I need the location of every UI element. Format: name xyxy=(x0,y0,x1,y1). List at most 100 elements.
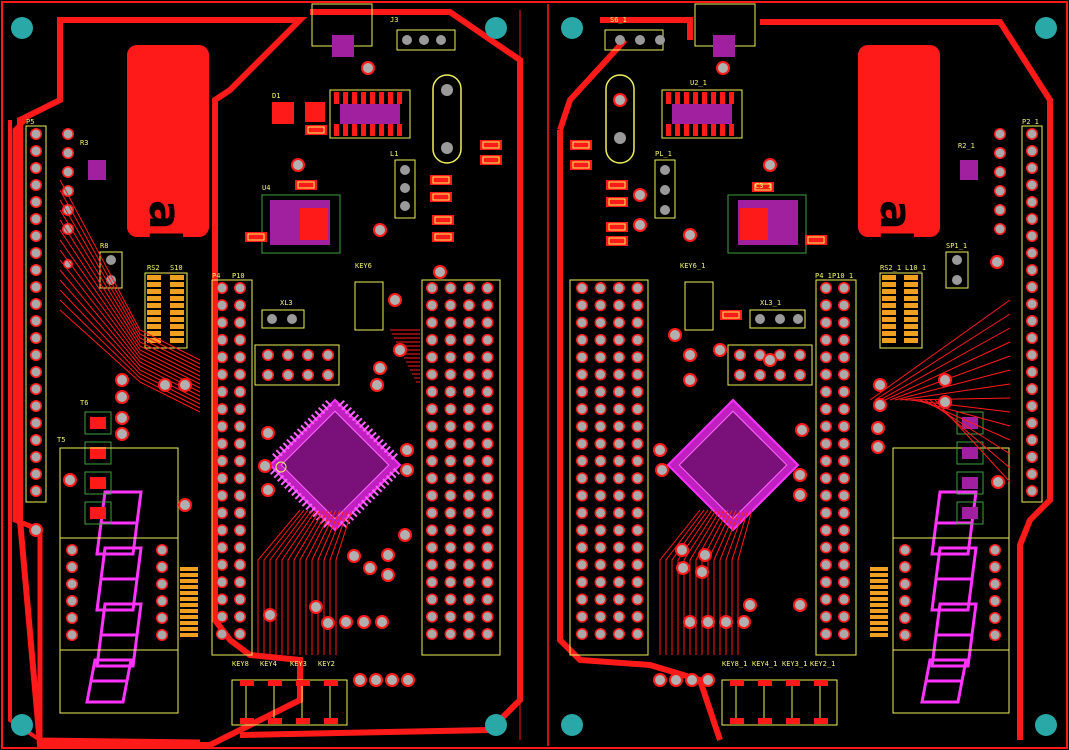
trace xyxy=(59,299,201,409)
mcu-pin xyxy=(387,449,395,457)
label-t5: T5 xyxy=(57,436,65,444)
res-pad xyxy=(170,310,184,315)
pad-hole xyxy=(217,370,227,379)
via-hole xyxy=(797,425,807,435)
pad-hole xyxy=(839,318,849,328)
pad-hole xyxy=(821,283,831,293)
key-switch-block-right-lines xyxy=(730,680,828,724)
trace xyxy=(884,341,1011,401)
segment xyxy=(95,602,143,668)
cap-outline xyxy=(434,216,452,224)
via-hole xyxy=(655,675,665,685)
pad-hole xyxy=(235,300,245,310)
pad-hole xyxy=(483,318,492,328)
via-hole xyxy=(873,442,883,452)
ic-pin xyxy=(720,92,725,104)
res-pad xyxy=(870,591,888,595)
pad-hole xyxy=(446,543,455,552)
mcu-pin xyxy=(305,503,313,511)
pad-hole xyxy=(217,612,227,622)
via-hole xyxy=(402,465,412,475)
res-outline xyxy=(879,272,923,349)
res-pad xyxy=(170,324,184,329)
ic-pin xyxy=(693,124,698,136)
header-right-left-block xyxy=(569,279,649,656)
res-pad xyxy=(170,296,184,301)
pad-hole xyxy=(283,370,293,380)
pad-hole xyxy=(1027,384,1037,394)
pad-hole xyxy=(1027,299,1037,309)
pad-hole xyxy=(427,473,437,483)
mcu-pin xyxy=(350,510,358,518)
hdr-outline xyxy=(421,279,501,656)
pad-hole xyxy=(217,629,227,639)
pad-hole xyxy=(1027,231,1037,241)
mcu-pin xyxy=(301,499,309,507)
hdr-outline xyxy=(892,537,1010,651)
pad-hole xyxy=(821,318,831,328)
pad-hole xyxy=(483,456,492,466)
pad-hole xyxy=(31,418,41,428)
pad-hole xyxy=(427,525,437,535)
pad-hole xyxy=(446,387,455,397)
header-2x4-left xyxy=(254,344,340,386)
res-pad xyxy=(904,282,918,287)
pad-hole xyxy=(577,560,587,570)
pad-hole xyxy=(67,613,77,623)
pad-hole xyxy=(31,350,41,360)
label-rs2: RS2 xyxy=(147,264,160,272)
via-hole xyxy=(375,225,385,235)
trace xyxy=(879,327,1011,401)
res-pad xyxy=(170,338,184,343)
altium-logo-right xyxy=(858,45,940,237)
pad-hole xyxy=(63,167,73,177)
crystal-right xyxy=(605,74,635,164)
res-pad xyxy=(882,289,896,294)
mcu-pin xyxy=(312,510,320,518)
transistor-pad xyxy=(90,417,106,429)
trace xyxy=(323,509,345,655)
pad-hole xyxy=(839,543,849,552)
pad-hole xyxy=(633,594,642,604)
ic-pin xyxy=(343,124,348,136)
regulator-u4-tab xyxy=(300,208,328,240)
via-hole xyxy=(395,345,405,355)
trace xyxy=(874,313,1011,401)
label-key8-1: KEY8_1 xyxy=(722,660,747,668)
pad-hole xyxy=(990,562,1000,572)
pad-hole xyxy=(427,629,437,639)
transistor xyxy=(84,471,112,495)
pad-hole xyxy=(1027,129,1037,139)
pad-hole xyxy=(157,630,167,640)
component-sp1-1 xyxy=(945,251,969,289)
mcu-pin xyxy=(287,485,295,493)
pad-hole xyxy=(217,283,227,293)
pad-hole xyxy=(577,577,587,587)
res-pad xyxy=(882,303,896,308)
via-hole xyxy=(703,675,713,685)
pad-hole xyxy=(157,579,167,589)
pad-hole xyxy=(839,300,849,310)
mcu-pin xyxy=(321,403,329,411)
via-hole xyxy=(745,600,755,610)
mcu-pin xyxy=(310,414,319,422)
mount-hole-left-bl xyxy=(11,714,33,736)
via-hole xyxy=(700,550,710,560)
crystal-xl3-1-pad-3 xyxy=(793,314,803,324)
key-pad xyxy=(268,718,282,724)
cap-outline xyxy=(572,141,590,149)
mount-hole-left-tl xyxy=(11,17,33,39)
header-l1-pin-3 xyxy=(400,201,410,211)
pad-hole xyxy=(990,596,1000,606)
label-r2-1: R2_1 xyxy=(958,142,975,150)
pad-hole xyxy=(464,629,474,639)
segment-header-left xyxy=(59,537,179,651)
res-pad xyxy=(170,282,184,287)
via-hole xyxy=(657,465,667,475)
ic-pin xyxy=(675,92,680,104)
via-hole xyxy=(359,617,369,627)
cap xyxy=(480,155,502,165)
res-pad xyxy=(882,282,896,287)
